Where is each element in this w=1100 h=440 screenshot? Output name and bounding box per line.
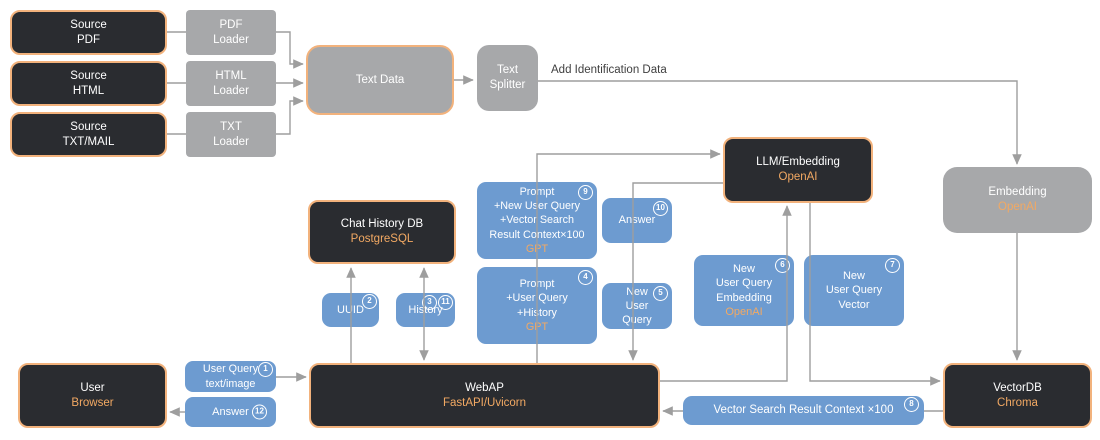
embedding-openai-node: Embedding OpenAI [943, 167, 1092, 233]
step-badge-11: 11 [438, 295, 453, 310]
prompt-history-node: 4 Prompt +User Query +History GPT [477, 267, 597, 344]
node-line: Loader [213, 84, 249, 97]
node-line: Text [496, 64, 519, 77]
node-line: +Vector Search [499, 214, 575, 227]
node-line: Answer [618, 214, 656, 227]
node-subtitle: Chroma [997, 396, 1038, 409]
node-line: Result Context×100 [489, 228, 585, 241]
step-badge-9: 9 [578, 185, 593, 200]
node-line: Loader [213, 135, 249, 148]
user-browser-node: User Browser [18, 363, 167, 428]
chat-history-db-node: Chat History DB PostgreSQL [308, 200, 456, 264]
node-subtitle: PostgreSQL [350, 233, 414, 245]
uuid-node: 2 UUID [322, 293, 379, 327]
node-subtitle: OpenAI [998, 201, 1037, 213]
new-user-query-embedding-node: 6 New User Query Embedding OpenAI [694, 255, 794, 326]
step-badges: 3 11 [422, 295, 453, 310]
node-line: User Query [202, 363, 259, 376]
node-line: +History [517, 306, 557, 319]
step-badge-4: 4 [578, 270, 593, 285]
node-line: Vector [838, 298, 870, 311]
node-line: New [842, 270, 865, 283]
node-subtitle: OpenAI [778, 171, 818, 183]
llm-embedding-openai-node: LLM/Embedding OpenAI [723, 137, 873, 203]
step-badge-12: 12 [252, 404, 267, 420]
node-line: HTML [215, 69, 247, 82]
node-line: Source [70, 69, 107, 82]
node-line: User Query [825, 284, 883, 297]
node-line: Splitter [489, 79, 526, 91]
node-line: PDF [219, 18, 243, 31]
node-line: Source [70, 120, 107, 133]
node-line: +User Query [506, 292, 568, 305]
node-line: TXT/MAIL [62, 135, 115, 148]
node-line: User [625, 299, 649, 312]
node-line: Prompt [519, 278, 555, 290]
node-line: Loader [213, 33, 249, 46]
node-subtitle: Browser [71, 396, 114, 409]
node-title: LLM/Embedding [756, 156, 840, 169]
vector-search-result-context-node: 8 Vector Search Result Context ×100 [683, 396, 924, 425]
node-line: HTML [72, 84, 105, 97]
answer-10-node: 10 Answer [602, 198, 672, 243]
step-badge-1: 1 [258, 362, 273, 377]
node-title: Chat History DB [340, 218, 424, 231]
node-title: VectorDB [993, 381, 1042, 394]
node-line: Vector Search Result Context ×100 [713, 404, 894, 417]
node-accent: OpenAI [725, 305, 763, 318]
node-line: +New User Query [493, 200, 581, 213]
node-title: User [80, 381, 105, 394]
node-line: PDF [77, 33, 100, 46]
node-line: Query [622, 314, 652, 327]
node-line: User Query [715, 277, 773, 290]
vectordb-chroma-node: VectorDB Chroma [943, 363, 1092, 428]
node-accent: GPT [525, 320, 549, 333]
text-splitter-node: Text Splitter [477, 45, 538, 111]
node-title: Embedding [988, 186, 1047, 199]
history-node: 3 11 History [396, 293, 455, 327]
node-line: Answer [212, 405, 249, 418]
node-line: Source [70, 18, 107, 31]
step-badge-10: 10 [653, 201, 668, 216]
txt-loader-node: TXT Loader [186, 112, 276, 157]
node-title: WebAP [465, 381, 504, 394]
html-loader-node: HTML Loader [186, 61, 276, 106]
step-badge-3: 3 [422, 295, 437, 310]
node-line: text/image [205, 377, 256, 390]
pdf-loader-node: PDF Loader [186, 10, 276, 55]
node-line: Text Data [355, 73, 405, 86]
user-query-text-image-node: 1 User Query text/image [185, 361, 276, 392]
node-accent: GPT [525, 242, 549, 255]
step-badge-5: 5 [653, 286, 668, 301]
new-user-query-vector-node: 7 New User Query Vector [804, 255, 904, 326]
text-data-node: Text Data [306, 45, 454, 115]
webap-node: WebAP FastAPI/Uvicorn [309, 363, 660, 428]
node-line: New [626, 285, 648, 298]
prompt-vector-search-node: 9 Prompt +New User Query +Vector Search … [477, 182, 597, 259]
node-line: TXT [220, 120, 242, 133]
step-badge-8: 8 [904, 397, 919, 412]
add-identification-data-label: Add Identification Data [551, 64, 667, 76]
step-badge-2: 2 [362, 294, 377, 309]
node-subtitle: FastAPI/Uvicorn [442, 396, 527, 409]
source-html-node: Source HTML [10, 61, 167, 106]
step-badge-6: 6 [775, 258, 790, 273]
new-user-query-node: 5 New User Query [602, 283, 672, 329]
step-badge-7: 7 [885, 258, 900, 273]
source-pdf-node: Source PDF [10, 10, 167, 55]
answer-12-node: 12 Answer [185, 397, 276, 427]
source-txt-mail-node: Source TXT/MAIL [10, 112, 167, 157]
node-line: Embedding [716, 291, 772, 304]
node-line: New [732, 263, 755, 276]
node-line: UUID [337, 303, 364, 316]
node-line: Prompt [519, 185, 555, 198]
